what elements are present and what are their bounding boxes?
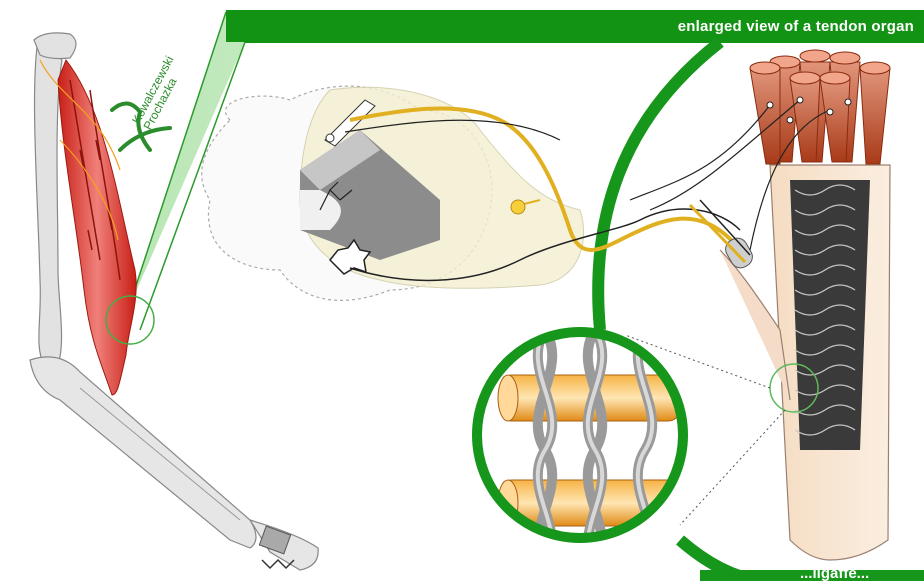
arm [29,32,319,571]
panel-title: enlarged view of a tendon organ [677,18,914,35]
motor-neuron [328,238,372,275]
dorsal-root-ganglion [510,199,526,215]
afferent-nerve-fiber [349,106,742,252]
zoom-circle-arm [105,295,155,345]
author-logo [110,101,172,152]
collagen-bundle [790,180,870,450]
tendon-organ [624,49,891,561]
magnified-detail [472,327,688,543]
title-banner [226,10,924,42]
spinal-cord-section [201,85,742,301]
panel-divider [592,37,724,331]
interneuron-branches [319,181,353,211]
bottom-label-fragment: ...ligaffe... [800,565,870,582]
